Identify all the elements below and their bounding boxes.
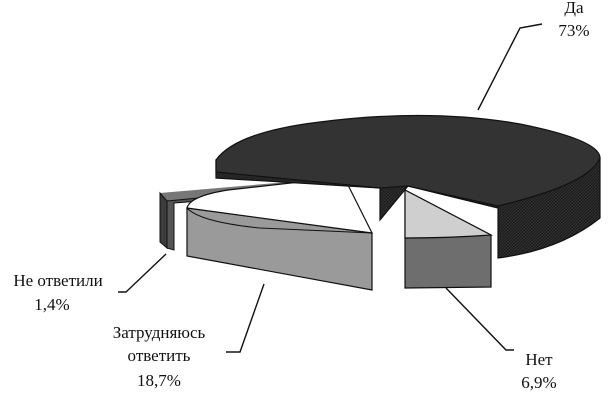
label-net-value: 6,9% xyxy=(521,373,556,392)
leader-lines xyxy=(118,23,543,353)
label-da-name: Да xyxy=(564,0,584,17)
label-zatrudnyayus-line1: Затрудняюсь xyxy=(113,323,206,342)
pie-slice-net xyxy=(404,189,494,289)
label-ne-otvetili-name: Не ответили xyxy=(13,271,102,290)
label-ne-otvetili-value: 1,4% xyxy=(34,295,69,314)
label-da-value: 73% xyxy=(558,21,589,40)
label-net: Нет 6,9% xyxy=(521,350,556,392)
label-zatrudnyayus-value: 18,7% xyxy=(137,371,181,390)
leader-line-da xyxy=(477,23,543,111)
label-zatrudnyayus: Затрудняюсь ответить 18,7% xyxy=(113,323,206,390)
label-da: Да 73% xyxy=(558,0,589,40)
label-zatrudnyayus-line2: ответить xyxy=(128,346,191,365)
leader-line-net xyxy=(445,287,514,351)
leader-line-zatrudnyayus xyxy=(226,283,265,353)
label-ne-otvetili: Не ответили 1,4% xyxy=(13,271,102,314)
pie-slice-zatrudnyayus xyxy=(186,176,374,291)
leader-line-ne-otvetili xyxy=(118,253,167,293)
pie-slice-da xyxy=(215,114,601,259)
label-net-name: Нет xyxy=(525,350,553,369)
